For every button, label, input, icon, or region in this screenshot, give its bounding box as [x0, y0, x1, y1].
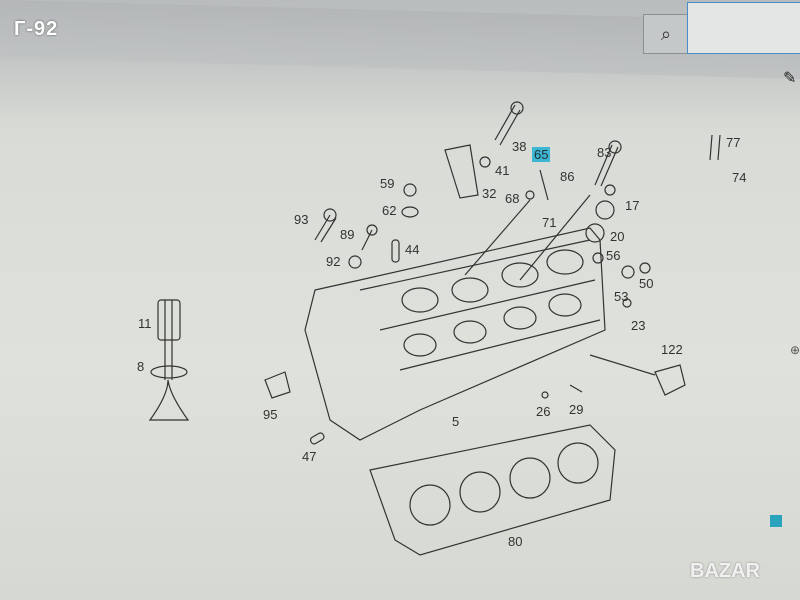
cam-journals: [401, 249, 584, 357]
part-label-highlighted[interactable]: 65: [532, 147, 551, 162]
part-label[interactable]: 80: [508, 534, 523, 549]
part-label[interactable]: 44: [405, 242, 420, 257]
edit-icon[interactable]: ✎: [783, 70, 797, 87]
part-label[interactable]: 47: [302, 449, 317, 464]
part-label[interactable]: 17: [625, 198, 640, 213]
cylinder-head: [304, 227, 606, 441]
search-input[interactable]: [687, 2, 800, 54]
part-label[interactable]: 74: [732, 170, 747, 185]
watermark-logo: BAZAR: [690, 560, 760, 582]
part-label[interactable]: 89: [340, 227, 355, 242]
part-label[interactable]: 41: [495, 163, 510, 178]
head-gasket: [369, 424, 616, 556]
part-label[interactable]: 53: [614, 289, 629, 304]
part-label[interactable]: 26: [536, 404, 551, 419]
photo-overlay-label: Г-92: [14, 18, 59, 40]
part-label[interactable]: 59: [380, 176, 395, 191]
part-label[interactable]: 20: [610, 229, 625, 244]
part-label[interactable]: 62: [382, 203, 397, 218]
part-122: [654, 364, 686, 396]
part-label[interactable]: 122: [661, 342, 683, 357]
part-label[interactable]: 38: [512, 139, 527, 154]
part-label[interactable]: 23: [631, 318, 646, 333]
color-marker: [770, 515, 782, 527]
part-label[interactable]: 93: [294, 212, 309, 227]
part-label[interactable]: 71: [542, 215, 557, 230]
part-label[interactable]: 5: [452, 414, 460, 429]
part-label[interactable]: 92: [326, 254, 341, 269]
part-label[interactable]: 29: [569, 402, 584, 417]
part-label[interactable]: 32: [482, 186, 497, 201]
part-label[interactable]: 86: [560, 169, 575, 184]
part-label[interactable]: 11: [138, 316, 152, 331]
part-label[interactable]: 56: [606, 248, 621, 263]
side-control-icon[interactable]: ⊕: [790, 343, 800, 357]
part-label[interactable]: 50: [639, 276, 654, 291]
part-label[interactable]: 77: [726, 135, 741, 150]
part-label[interactable]: 8: [137, 359, 145, 374]
part-label[interactable]: 83: [597, 145, 612, 160]
part-label[interactable]: 68: [505, 191, 520, 206]
part-label[interactable]: 95: [263, 407, 278, 422]
search-icon: ⌕: [660, 23, 672, 44]
valve: [148, 300, 190, 421]
